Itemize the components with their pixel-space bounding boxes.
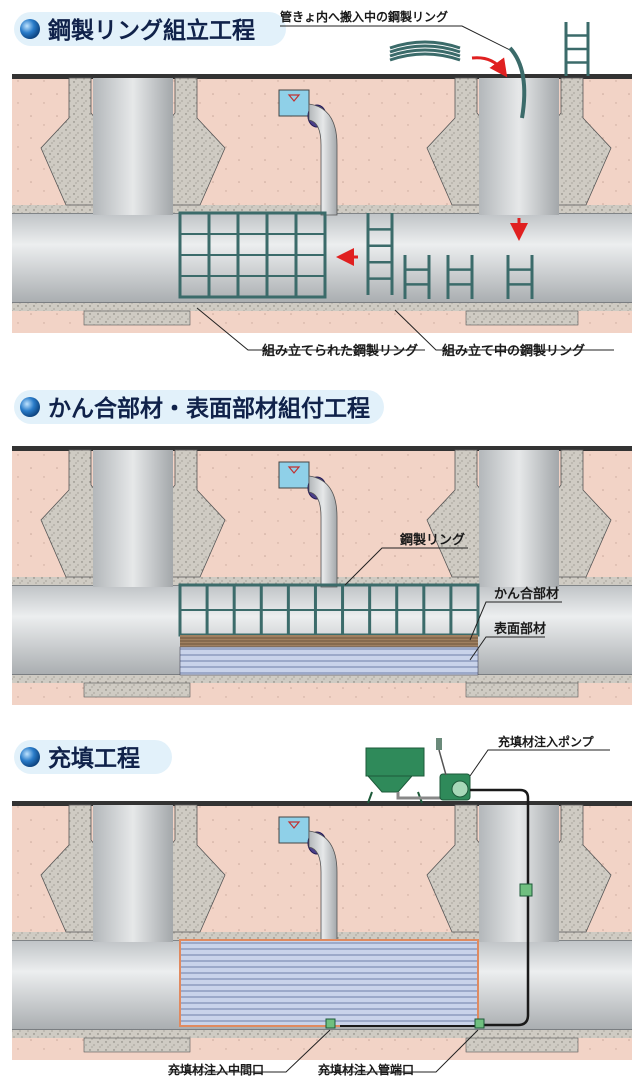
section-title: 鋼製リング組立工程 [47, 17, 255, 44]
section-title-badge: 充填工程 [14, 740, 172, 774]
badge-background [14, 740, 172, 774]
label-top-note: 管きょ内へ搬入中の鋼製リング [280, 9, 448, 24]
ring-part [446, 255, 474, 299]
pipe-wall-bottom [12, 675, 632, 683]
label-assembling: 組み立て中の鋼製リング [442, 343, 585, 359]
badge-background [14, 12, 286, 46]
water-level-icon [287, 821, 301, 829]
leader-assembled [196, 307, 425, 351]
section-title: かん合部材・表面部材組付工程 [48, 395, 370, 422]
ground-surface [12, 801, 632, 806]
incoming-ring-segment [508, 46, 527, 119]
pump-gauge [436, 738, 442, 750]
label-fitting: かん合部材 [494, 586, 559, 602]
label-middle-port: 充填材注入中間口 [168, 1062, 264, 1077]
foundation-right [465, 310, 579, 326]
incoming-ring-segment [389, 44, 461, 54]
bypass-pipe [308, 475, 338, 588]
steel-ring-segment [178, 211, 327, 299]
arrow-icon [471, 56, 508, 78]
section-title: 充填工程 [48, 745, 140, 772]
leader-middle-port [168, 1029, 331, 1073]
label-ring: 鋼製リング [399, 532, 465, 548]
tank-body [365, 747, 425, 777]
ground-surface [12, 74, 632, 79]
bypass-pipe [308, 103, 338, 216]
surface-member [179, 646, 479, 676]
injection-hose [470, 788, 530, 1027]
globe-bullet-icon [20, 397, 40, 417]
incoming-ring-segment [389, 48, 461, 58]
water-level-icon [287, 466, 301, 474]
label-assembled: 組み立てられた鋼製リング [262, 343, 418, 359]
foundation-left [83, 682, 191, 698]
badge-background [14, 390, 384, 424]
manhole-shaft [479, 450, 559, 587]
ring-part [506, 255, 534, 299]
middle-port [325, 1018, 336, 1029]
manhole-shaft [479, 78, 559, 215]
ring-being-assembled [366, 213, 394, 295]
pump-icon [436, 738, 471, 801]
feed-pipe [396, 792, 450, 800]
pipe-wall-bottom [12, 303, 632, 311]
label-surface: 表面部材 [493, 621, 546, 637]
water-tank [278, 89, 310, 117]
water-tank [278, 816, 310, 844]
sewer-pipe [12, 213, 632, 303]
leader-surface [469, 636, 545, 661]
tank-hopper [366, 775, 414, 793]
incoming-ring-segment [389, 40, 461, 50]
end-port [474, 1018, 485, 1029]
globe-bullet-icon [20, 747, 40, 767]
leader-end-port [318, 1029, 479, 1073]
ring-part [403, 255, 431, 299]
leader-assembling [394, 309, 614, 351]
manhole-shaft [93, 450, 173, 587]
tank-leg [367, 791, 373, 804]
globe-bullet-icon [20, 19, 40, 39]
leader-ring [344, 547, 468, 586]
label-end-port: 充填材注入管端口 [318, 1062, 414, 1077]
leader-top-note [280, 25, 511, 51]
pump-wheel [451, 780, 469, 798]
manhole-shaft [93, 78, 173, 215]
pipe-wall-bottom [12, 1030, 632, 1038]
pump-gauge-pipe [438, 749, 447, 776]
foundation-right [465, 682, 579, 698]
foundation-left [83, 1037, 191, 1053]
water-level-icon [287, 94, 301, 102]
manhole-shaft [479, 805, 559, 942]
ground-surface [12, 446, 632, 451]
foundation-left [83, 310, 191, 326]
foundation-right [465, 1037, 579, 1053]
manhole-shaft [93, 805, 173, 942]
label-pump: 充填材注入ポンプ [498, 734, 595, 749]
incoming-ring-segment [389, 52, 461, 62]
filled-lining [179, 939, 479, 1027]
tank-icon [365, 747, 450, 804]
section-title-badge: かん合部材・表面部材組付工程 [14, 390, 384, 424]
leader-pump [469, 749, 610, 777]
section-title-badge: 鋼製リング組立工程 [14, 12, 286, 46]
ladder-icon [564, 22, 590, 76]
water-tank [278, 461, 310, 489]
leader-fitting [469, 601, 562, 641]
valve-icon [519, 883, 533, 897]
